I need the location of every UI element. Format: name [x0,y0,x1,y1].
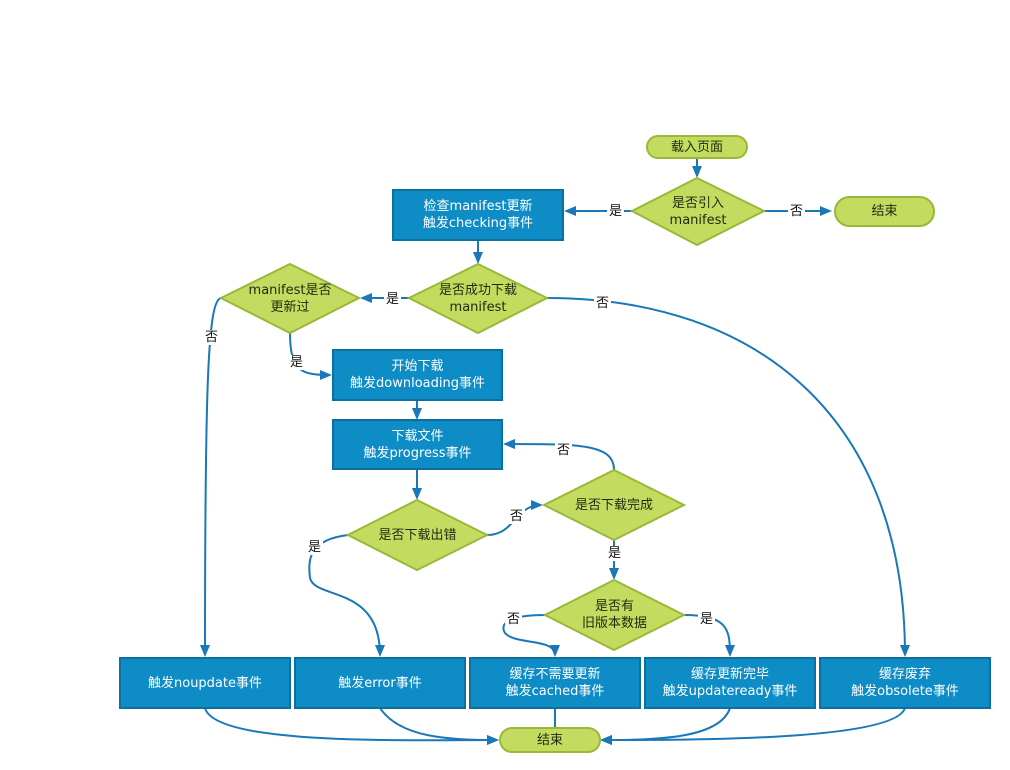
has-manifest-line1: 是否引入 [671,195,724,211]
cached-line2: 触发cached事件 [505,684,605,699]
noupdate-label: 触发noupdate事件 [148,675,262,691]
edge-label-download-done-no: 否 [555,443,573,458]
start-download-label: 开始下载 触发downloading事件 [333,350,502,400]
end-terminal-bottom [499,727,601,753]
decision-manifest-updated [218,262,362,335]
arrow-obsolete-to-end [600,707,906,745]
download-files-label: 下载文件 触发progress事件 [333,420,502,469]
process-error [294,657,466,709]
cached-label: 缓存不需要更新 触发cached事件 [470,658,640,708]
process-check-update [392,189,564,241]
arrow-manifest-updated-no-to-noupdate [200,297,222,657]
download-success-line1: 是否成功下载 [438,282,517,298]
has-old-version-line1: 是否有 [594,599,634,614]
start-download-line1: 开始下载 [391,359,444,374]
edge-label-download-success-yes: 是 [384,292,402,307]
arrow-download-done-no-to-download-files [503,439,615,471]
edge-label-manifest-updated-no: 否 [203,330,221,345]
process-noupdate [119,657,291,709]
decision-download-success [406,262,550,335]
decision-has-old-version [542,578,687,652]
updateready-label: 缓存更新完毕 触发updateready事件 [645,658,815,708]
edge-label-has-manifest-no: 否 [788,204,806,219]
decision-download-error [345,498,490,572]
edge-label-download-success-no: 否 [594,296,612,311]
end-terminal-top [834,196,935,227]
has-manifest-line2: manifest [669,212,727,228]
end-bottom-label: 结束 [536,732,563,748]
updateready-line1: 缓存更新完毕 [690,667,769,682]
check-update-line1: 检查manifest更新 [423,199,533,214]
error-label: 触发error事件 [338,675,422,691]
start-terminal [646,135,748,159]
process-cached [469,657,641,709]
has-old-version-label: 是否有 旧版本数据 [545,580,684,650]
updateready-line2: 触发updateready事件 [662,684,798,699]
process-download-files [332,419,503,470]
edge-label-download-done-yes: 是 [606,546,624,561]
download-success-line2: manifest [449,299,507,315]
edge-label-has-old-version-yes: 是 [698,612,716,627]
edge-label-manifest-updated-yes: 是 [288,355,306,370]
edge-label-has-manifest-yes: 是 [607,204,625,219]
decision-download-done [541,468,687,542]
download-success-label: 是否成功下载 manifest [409,264,547,333]
start-download-line2: 触发downloading事件 [350,376,485,391]
edge-label-download-error-yes: 是 [306,540,324,555]
process-start-download [332,349,503,401]
download-files-line2: 触发progress事件 [363,445,472,461]
check-update-line2: 触发checking事件 [422,216,534,231]
download-files-line1: 下载文件 [391,428,444,444]
edge-label-download-error-no: 否 [508,509,526,524]
obsolete-line2: 触发obsolete事件 [851,684,959,699]
obsolete-line1: 缓存废弃 [878,667,931,682]
arrow-noupdate-to-end [204,707,499,746]
cached-line1: 缓存不需要更新 [509,667,601,682]
download-error-label: 是否下载出错 [378,527,457,543]
download-done-label: 是否下载完成 [574,497,653,513]
arrow-has-old-version-yes-to-updateready [683,614,735,657]
process-updateready [644,657,816,709]
manifest-updated-line1: manifest是否 [248,282,332,298]
start-label: 载入页面 [670,139,723,155]
manifest-updated-line2: 更新过 [270,299,310,315]
end-top-label: 结束 [871,204,898,219]
check-update-label: 检查manifest更新 触发checking事件 [393,190,563,240]
obsolete-label: 缓存废弃 触发obsolete事件 [820,658,990,708]
arrow-updateready-to-end [600,707,731,745]
has-manifest-label: 是否引入 manifest [632,178,764,245]
edge-label-has-old-version-no: 否 [505,612,523,627]
has-old-version-line2: 旧版本数据 [581,616,647,631]
process-obsolete [819,657,991,709]
manifest-updated-label: manifest是否 更新过 [221,264,359,333]
decision-has-manifest [629,176,767,247]
arrow-download-success-no-to-obsolete [546,297,910,657]
arrow-error-to-end [379,707,499,745]
